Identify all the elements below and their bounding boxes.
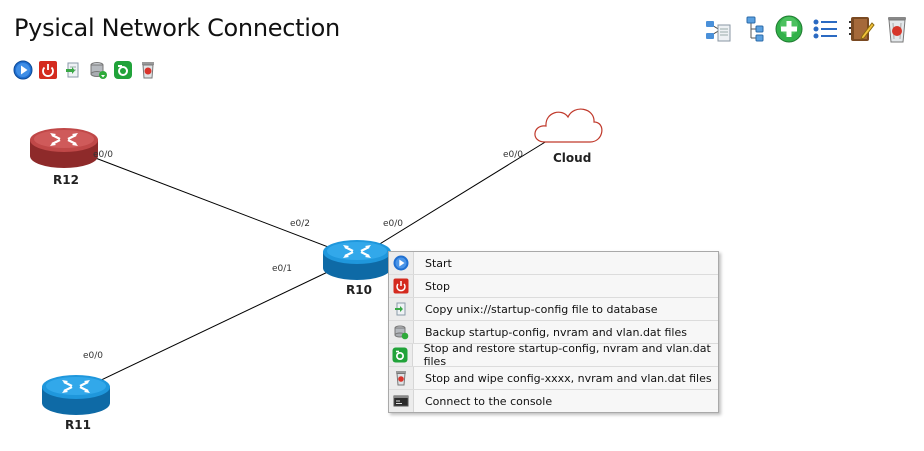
restore-icon xyxy=(114,61,132,79)
console-icon xyxy=(393,395,409,407)
power-icon xyxy=(39,61,57,79)
notebook-edit-icon xyxy=(849,17,875,41)
restore-icon xyxy=(392,347,408,363)
cloud-icon[interactable] xyxy=(534,108,603,143)
interface-label-r10-e01: e0/1 xyxy=(272,264,293,274)
node-label-r10: R10 xyxy=(346,283,372,297)
plus-circle-icon xyxy=(775,15,803,43)
backup-button[interactable] xyxy=(88,60,108,80)
list-icon xyxy=(813,19,837,39)
node-context-menu: Start Stop Copy unix://startup-config fi… xyxy=(388,251,719,413)
interface-label-cloud: e0/0 xyxy=(503,150,524,160)
play-icon xyxy=(393,255,409,271)
menu-item-backup[interactable]: Backup startup-config, nvram and vlan.da… xyxy=(389,321,718,344)
wipe-icon xyxy=(142,62,154,79)
wipe-button[interactable] xyxy=(138,60,158,80)
page-title: Pysical Network Connection xyxy=(14,14,340,42)
menu-item-copy-startup-config[interactable]: Copy unix://startup-config file to datab… xyxy=(389,298,718,321)
router-r12-icon[interactable] xyxy=(30,128,98,168)
menu-item-label: Start xyxy=(425,256,452,270)
interface-label-r10-e02: e0/2 xyxy=(290,219,311,229)
power-icon xyxy=(393,278,409,294)
start-all-button[interactable] xyxy=(13,60,33,80)
link-cloud-r10[interactable] xyxy=(356,127,569,259)
menu-item-start[interactable]: Start xyxy=(389,252,718,275)
main-toolbar xyxy=(702,14,912,44)
menu-item-stop-restore[interactable]: Stop and restore startup-config, nvram a… xyxy=(389,342,718,368)
database-icon xyxy=(90,62,107,79)
node-label-cloud: Cloud xyxy=(553,151,592,165)
menu-item-console[interactable]: Connect to the console xyxy=(389,390,718,412)
router-r11-icon[interactable] xyxy=(42,375,110,415)
list-view-button[interactable] xyxy=(810,14,840,44)
database-icon xyxy=(394,325,409,340)
edit-notes-button[interactable] xyxy=(846,14,876,44)
play-icon xyxy=(13,60,33,80)
export-config-button[interactable] xyxy=(63,60,83,80)
menu-item-label: Stop and wipe config-xxxx, nvram and vla… xyxy=(425,371,712,385)
lab-toolbar xyxy=(13,60,158,80)
interface-label-r10-e00: e0/0 xyxy=(383,219,404,229)
menu-item-stop[interactable]: Stop xyxy=(389,275,718,298)
trash-icon xyxy=(888,17,906,43)
menu-item-label: Stop xyxy=(425,279,451,293)
menu-item-label: Copy unix://startup-config file to datab… xyxy=(425,302,658,316)
interface-label-r11: e0/0 xyxy=(83,351,104,361)
delete-lab-button[interactable] xyxy=(882,14,912,44)
export-doc-icon xyxy=(395,302,406,316)
node-label-r12: R12 xyxy=(53,173,79,187)
wipe-icon xyxy=(396,371,406,386)
link-r11-r10[interactable] xyxy=(73,257,358,394)
stop-all-button[interactable] xyxy=(38,60,58,80)
node-label-r11: R11 xyxy=(65,418,91,432)
menu-item-stop-wipe[interactable]: Stop and wipe config-xxxx, nvram and vla… xyxy=(389,367,718,390)
menu-item-label: Connect to the console xyxy=(425,394,553,408)
menu-item-label: Backup startup-config, nvram and vlan.da… xyxy=(425,325,687,339)
topology-list-button[interactable] xyxy=(702,14,732,44)
interface-label-r12: e0/0 xyxy=(93,150,114,160)
router-r10-icon[interactable] xyxy=(323,240,391,280)
link-r12-r10[interactable] xyxy=(63,145,358,259)
menu-item-label: Stop and restore startup-config, nvram a… xyxy=(423,342,711,368)
export-doc-icon xyxy=(66,62,79,78)
tree-icon xyxy=(746,16,764,42)
topology-icon xyxy=(706,21,731,42)
add-node-button[interactable] xyxy=(774,14,804,44)
restore-button[interactable] xyxy=(113,60,133,80)
tree-view-button[interactable] xyxy=(738,14,768,44)
